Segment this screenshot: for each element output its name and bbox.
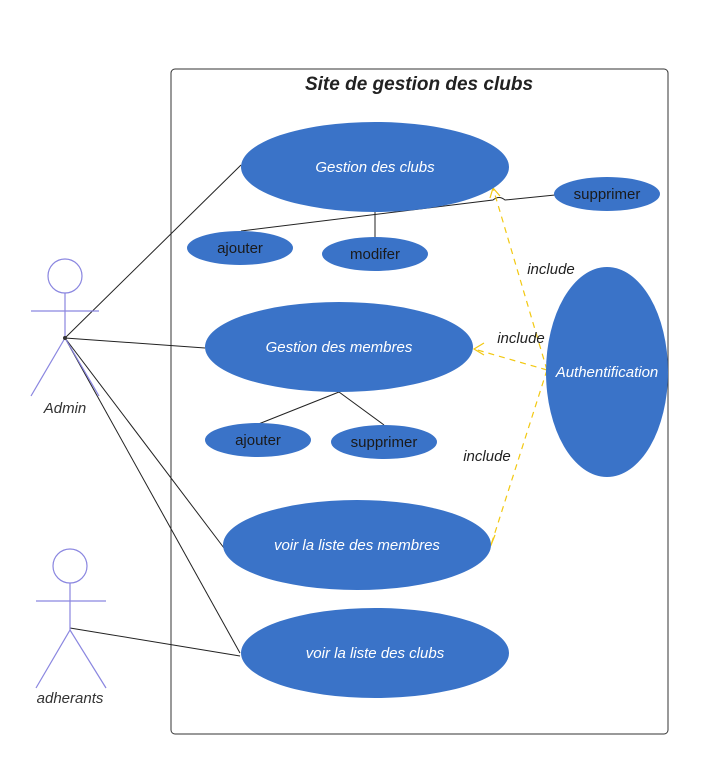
membres-subcase-links	[255, 391, 385, 426]
assoc-adherants-voir-clubs	[69, 627, 241, 657]
clubs-subcase-links	[240, 194, 556, 238]
assoc-admin-gestion-membres	[64, 337, 206, 349]
include-relations	[473, 187, 548, 546]
include-label-membres: include	[497, 330, 545, 347]
assoc-admin-voir-membres	[64, 337, 225, 549]
use-case-authentification-label: Authentification	[555, 364, 659, 381]
use-case-membres-supprimer[interactable]: supprimer	[331, 425, 437, 459]
use-case-clubs-supprimer[interactable]: supprimer	[554, 177, 660, 211]
assoc-admin-voir-clubs	[64, 337, 241, 654]
actor-admin-label: Admin	[43, 400, 87, 417]
use-case-voir-membres[interactable]: voir la liste des membres	[223, 500, 491, 590]
actor-admin	[30, 258, 100, 397]
use-case-membres-supprimer-label: supprimer	[351, 434, 418, 451]
use-case-membres-ajouter-label: ajouter	[235, 432, 281, 449]
actor-adherants-label: adherants	[37, 690, 104, 707]
use-case-gestion-clubs[interactable]: Gestion des clubs	[241, 122, 509, 212]
actor-adherants-head	[52, 548, 88, 584]
admin-associations	[64, 164, 242, 654]
actor-admin-head	[47, 258, 83, 294]
include-label-clubs: include	[527, 261, 575, 278]
system-title: Site de gestion des clubs	[305, 74, 533, 95]
use-case-clubs-modifier[interactable]: modifer	[322, 237, 428, 271]
use-case-clubs-modifier-label: modifer	[350, 246, 400, 263]
use-case-clubs-ajouter-label: ajouter	[217, 240, 263, 257]
use-case-voir-membres-label: voir la liste des membres	[274, 537, 440, 554]
use-case-voir-clubs-label: voir la liste des clubs	[306, 645, 445, 662]
system-boundary	[170, 68, 669, 735]
include-arrowheads	[472, 186, 501, 547]
use-case-clubs-ajouter[interactable]: ajouter	[187, 231, 293, 265]
use-case-gestion-membres-label: Gestion des membres	[266, 339, 413, 356]
actor-adherants	[35, 548, 107, 689]
include-label-voir-membres: include	[463, 448, 511, 465]
use-case-clubs-supprimer-label: supprimer	[574, 186, 641, 203]
use-case-authentification[interactable]: Authentification	[546, 267, 668, 477]
use-case-voir-clubs[interactable]: voir la liste des clubs	[241, 608, 509, 698]
use-case-gestion-clubs-label: Gestion des clubs	[315, 159, 435, 176]
use-case-membres-ajouter[interactable]: ajouter	[205, 423, 311, 457]
use-case-gestion-membres[interactable]: Gestion des membres	[205, 302, 473, 392]
assoc-admin-gestion-clubs	[64, 164, 242, 339]
